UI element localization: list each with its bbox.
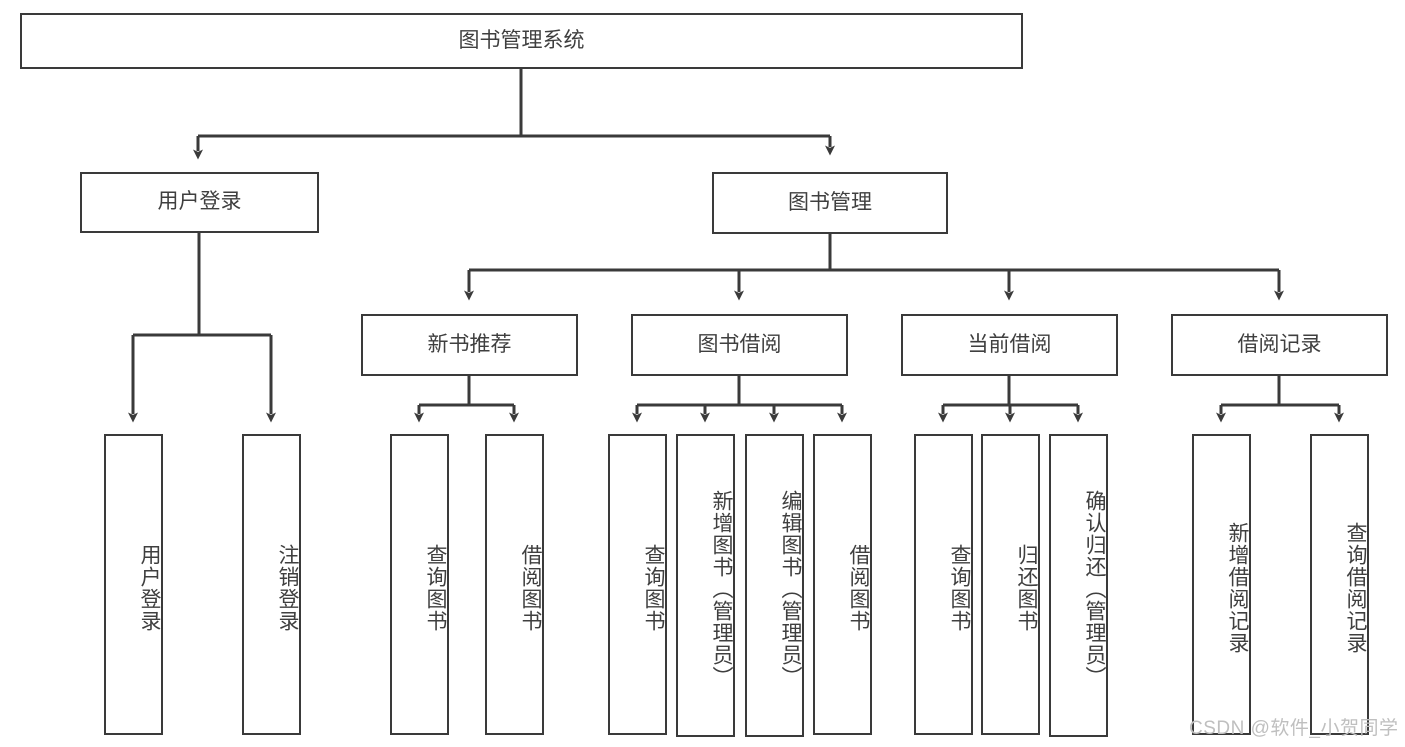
node-label: 图书借阅: [697, 332, 782, 356]
node-label: 新书推荐: [427, 332, 512, 356]
leaf-logout[interactable]: 注销登录: [242, 434, 301, 735]
node-new-book-recommend[interactable]: 新书推荐: [361, 314, 578, 376]
node-label: 借阅记录: [1237, 332, 1322, 356]
node-current-borrow[interactable]: 当前借阅: [901, 314, 1118, 376]
node-label: 用户登录: [157, 190, 242, 214]
leaf-query-borrow-record[interactable]: 查询借阅记录: [1310, 434, 1369, 735]
leaf-return-book[interactable]: 归还图书: [981, 434, 1040, 735]
node-label: 编辑图书（管理员）: [779, 489, 802, 688]
node-label: 确认归还（管理员）: [1083, 489, 1106, 688]
leaf-query-book-current[interactable]: 查询图书: [914, 434, 973, 735]
leaf-add-book-admin[interactable]: 新增图书（管理员）: [676, 434, 735, 737]
leaf-confirm-return-admin[interactable]: 确认归还（管理员）: [1049, 434, 1108, 737]
node-label: 注销登录: [276, 543, 299, 632]
node-root-system[interactable]: 图书管理系统: [20, 13, 1023, 69]
node-label: 当前借阅: [967, 332, 1052, 356]
node-book-borrow[interactable]: 图书借阅: [631, 314, 848, 376]
leaf-borrow-book-recommend[interactable]: 借阅图书: [485, 434, 544, 735]
node-label: 新增图书（管理员）: [710, 489, 733, 688]
leaf-add-borrow-record[interactable]: 新增借阅记录: [1192, 434, 1251, 735]
leaf-edit-book-admin[interactable]: 编辑图书（管理员）: [745, 434, 804, 737]
node-label: 借阅图书: [519, 543, 542, 632]
node-label: 图书管理: [788, 190, 872, 214]
node-label: 归还图书: [1015, 543, 1038, 632]
leaf-borrow-book[interactable]: 借阅图书: [813, 434, 872, 735]
leaf-user-login[interactable]: 用户登录: [104, 434, 163, 735]
node-label: 查询图书: [642, 543, 665, 632]
node-label: 新增借阅记录: [1226, 521, 1249, 654]
node-borrow-record[interactable]: 借阅记录: [1171, 314, 1388, 376]
node-label: 查询图书: [948, 543, 971, 632]
leaf-query-book-recommend[interactable]: 查询图书: [390, 434, 449, 735]
leaf-query-book-borrow[interactable]: 查询图书: [608, 434, 667, 735]
node-user-login[interactable]: 用户登录: [80, 172, 319, 233]
node-label: 查询借阅记录: [1344, 521, 1367, 654]
node-label: 用户登录: [138, 543, 161, 632]
node-label: 图书管理系统: [458, 28, 585, 52]
node-label: 查询图书: [424, 543, 447, 632]
node-label: 借阅图书: [847, 543, 870, 632]
node-book-management[interactable]: 图书管理: [712, 172, 948, 234]
